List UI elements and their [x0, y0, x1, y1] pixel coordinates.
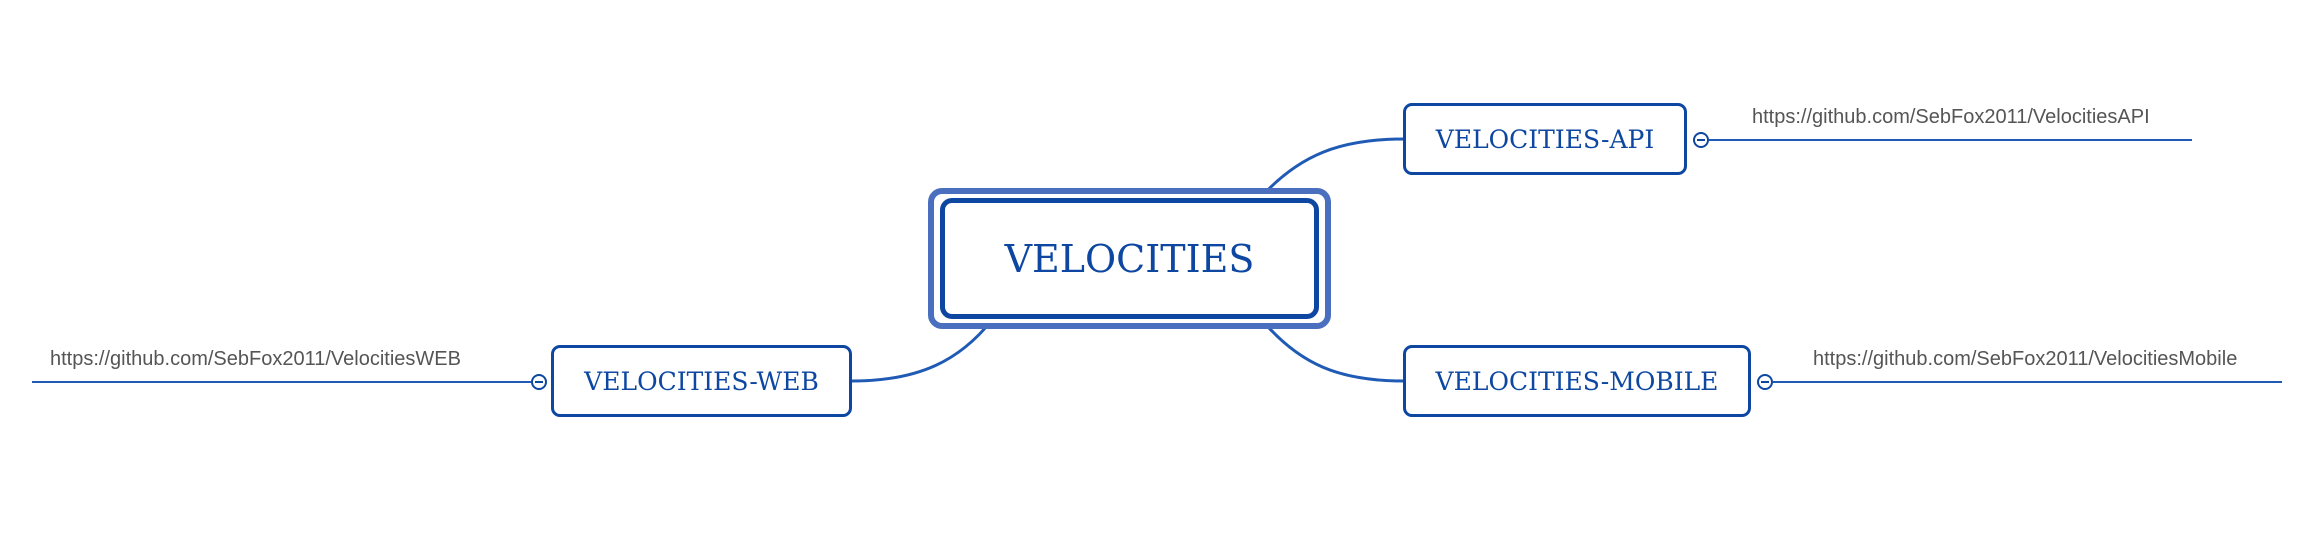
connector-central-to-mobile: [1260, 319, 1405, 383]
topic-velocities-web[interactable]: VELOCITIES-WEB: [551, 345, 852, 417]
collapse-toggle-icon[interactable]: [531, 374, 547, 390]
topic-velocities-api[interactable]: VELOCITIES-API: [1403, 103, 1687, 175]
link-velocities-web[interactable]: https://github.com/SebFox2011/Velocities…: [50, 348, 461, 370]
link-velocities-mobile[interactable]: https://github.com/SebFox2011/Velocities…: [1813, 348, 2238, 370]
connector-central-to-web: [851, 319, 994, 383]
link-velocities-api[interactable]: https://github.com/SebFox2011/Velocities…: [1752, 106, 2150, 128]
connector-central-to-api: [1260, 137, 1405, 198]
collapse-toggle-icon[interactable]: [1693, 132, 1709, 148]
collapse-toggle-icon[interactable]: [1757, 374, 1773, 390]
central-topic[interactable]: VELOCITIES: [940, 198, 1319, 319]
topic-velocities-mobile[interactable]: VELOCITIES-MOBILE: [1403, 345, 1751, 417]
